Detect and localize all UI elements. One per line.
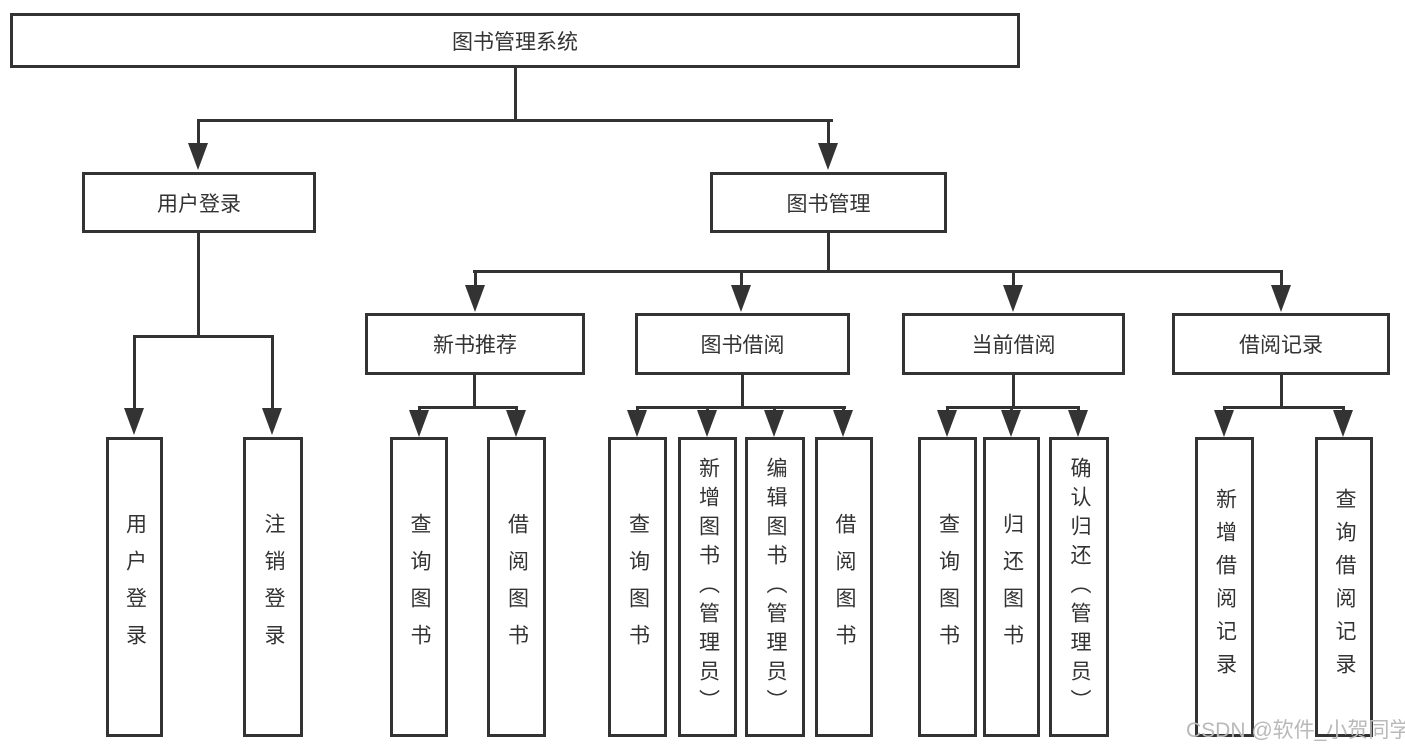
arrowhead-icon <box>833 410 853 437</box>
arrowhead-icon <box>697 410 717 437</box>
node-leaf-query-book-2: 查询图书 <box>608 437 667 737</box>
arrowhead-icon <box>1214 410 1234 437</box>
node-leaf-edit-book-admin: 编辑图书（管理员） <box>745 437 805 737</box>
arrowhead-icon <box>937 410 957 437</box>
connector-line <box>740 270 743 288</box>
node-leaf-borrow-book-2: 借阅图书 <box>815 437 873 737</box>
connector-line <box>474 270 477 288</box>
node-leaf-query-book-3: 查询图书 <box>918 437 977 737</box>
arrowhead-icon <box>506 410 526 437</box>
node-leaf-user-login: 用户登录 <box>106 437 163 737</box>
connector-line <box>827 233 830 272</box>
connector-line <box>946 406 1080 409</box>
connector-line <box>473 270 1283 273</box>
connector-line <box>133 335 136 410</box>
connector-line <box>271 335 274 410</box>
csdn-watermark: CSDN @软件_小贺同学 <box>1186 719 1405 742</box>
arrowhead-icon <box>1068 410 1088 437</box>
node-new-book-recommend: 新书推荐 <box>365 313 585 375</box>
node-leaf-borrow-book-1: 借阅图书 <box>487 437 546 737</box>
arrowhead-icon <box>262 408 282 435</box>
node-leaf-query-borrow-record: 查询借阅记录 <box>1315 437 1373 737</box>
connector-line <box>197 119 833 122</box>
node-book-management: 图书管理 <box>710 172 947 233</box>
node-leaf-add-borrow-record: 新增借阅记录 <box>1195 437 1254 737</box>
connector-line <box>133 335 273 338</box>
arrowhead-icon <box>1003 285 1023 312</box>
connector-line <box>636 406 846 409</box>
node-borrow-record: 借阅记录 <box>1172 313 1390 375</box>
node-leaf-query-book-1: 查询图书 <box>390 437 448 737</box>
arrowhead-icon <box>465 285 485 312</box>
node-leaf-logout: 注销登录 <box>243 437 303 737</box>
arrowhead-icon <box>1333 410 1353 437</box>
arrowhead-icon <box>731 285 751 312</box>
arrowhead-icon <box>1271 285 1291 312</box>
connector-line <box>197 119 200 147</box>
arrowhead-icon <box>1001 410 1021 437</box>
connector-line <box>473 375 476 408</box>
connector-line <box>418 406 518 409</box>
node-leaf-confirm-return-admin: 确认归还（管理员） <box>1049 437 1109 737</box>
connector-line <box>1012 375 1015 408</box>
node-leaf-add-book-admin: 新增图书（管理员） <box>678 437 737 737</box>
arrowhead-icon <box>409 410 429 437</box>
arrowhead-icon <box>818 143 838 170</box>
arrowhead-icon <box>188 143 208 170</box>
node-root: 图书管理系统 <box>10 13 1020 68</box>
arrowhead-icon <box>124 408 144 435</box>
node-leaf-return-book: 归还图书 <box>983 437 1040 737</box>
connector-line <box>1280 270 1283 288</box>
connector-line <box>197 233 200 337</box>
arrowhead-icon <box>627 410 647 437</box>
node-book-borrow: 图书借阅 <box>635 313 850 375</box>
connector-line <box>1280 375 1283 408</box>
connector-line <box>514 68 517 122</box>
connector-line <box>741 375 744 408</box>
connector-line <box>1012 270 1015 288</box>
node-user-login: 用户登录 <box>82 172 316 233</box>
node-current-borrow: 当前借阅 <box>902 313 1125 375</box>
connector-line <box>827 119 830 147</box>
connector-line <box>1223 406 1345 409</box>
arrowhead-icon <box>764 410 784 437</box>
